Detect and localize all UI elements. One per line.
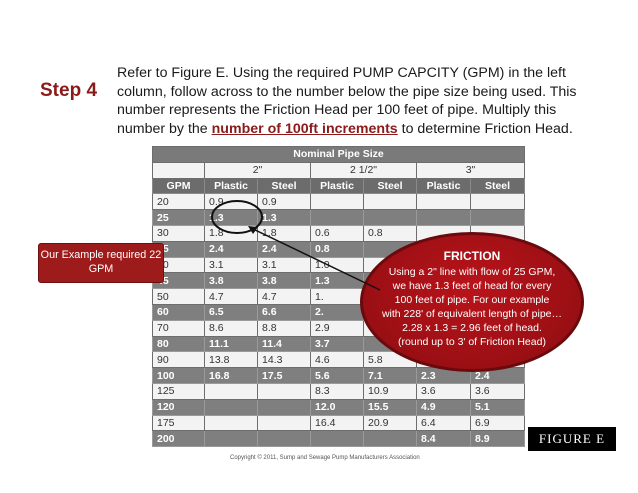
gpm-cell: 175 [152,414,205,432]
gpm-cell: 25 [152,209,205,226]
friction-cell [257,430,311,448]
pipe-size-2in: 2" [204,161,311,179]
friction-cell: 1.3 [204,209,258,226]
friction-cell: 6.9 [469,414,526,432]
column-header: Steel [257,177,311,195]
friction-cell: 16.4 [310,414,364,432]
friction-line: we have 1.3 feet of head for every [392,280,552,292]
friction-cell: 12.0 [310,398,364,416]
friction-cell [416,209,471,226]
friction-cell [257,398,311,416]
friction-line: 100 feet of pipe. For our example [394,294,550,306]
friction-cell: 8.6 [204,319,258,337]
friction-cell: 8.4 [416,430,471,448]
step-label: Step 4 [40,80,98,101]
column-header: Steel [363,177,417,195]
friction-cell: 11.4 [257,335,311,353]
column-header: Steel [469,177,526,195]
column-header-row: GPM Plastic Steel Plastic Steel Plastic … [152,177,526,195]
friction-cell: 2. [310,303,364,321]
friction-cell: 4.7 [204,288,258,305]
gpm-cell: 200 [152,430,205,448]
friction-line: 2.28 x 1.3 = 2.96 feet of head. [402,322,542,334]
friction-cell: 8.9 [469,430,526,448]
instruction-text-after: to determine Friction Head. [397,120,573,137]
friction-callout: FRICTION Using a 2" line with flow of 25… [360,232,584,372]
gpm-cell: 125 [152,382,205,400]
friction-cell: 0.8 [363,224,417,242]
friction-cell: 3.6 [469,382,526,400]
instruction-text-before: Refer to Figure E. Using the required PU… [117,65,577,137]
friction-cell: 0.8 [310,240,364,258]
instruction-text: Refer to Figure E. Using the required PU… [117,64,587,138]
gpm-cell: 20 [152,193,205,211]
friction-cell [204,382,258,400]
column-header: GPM [152,177,205,195]
friction-cell [416,193,471,211]
friction-cell: 2.4 [257,240,311,258]
gpm-cell: 100 [152,367,205,384]
friction-cell: 1.3 [257,209,311,226]
friction-cell [469,193,526,211]
friction-cell: 14.3 [257,351,311,369]
gpm-cell: 60 [152,303,205,321]
copyright-text: Copyright © 2011, Sump and Sewage Pump M… [230,455,420,461]
friction-cell: 0.6 [310,224,364,242]
friction-line: Using a 2" line with flow of 25 GPM, [388,266,556,278]
friction-cell: 3.8 [204,272,258,290]
friction-cell: 0.9 [257,193,311,211]
friction-cell: 6.5 [204,303,258,321]
friction-line: (round up to 3' of Friction Head) [398,336,546,348]
friction-cell: 11.1 [204,335,258,353]
gpm-cell: 35 [152,240,205,258]
gpm-cell: 45 [152,272,205,290]
friction-cell [204,398,258,416]
example-callout: Our Example required 22 GPM [38,243,164,283]
pointer-arrowhead [248,226,258,234]
friction-cell: 4.9 [416,398,471,416]
friction-cell: 3.7 [310,335,364,353]
friction-cell: 3.1 [204,256,258,274]
friction-cell [310,430,364,448]
friction-cell: 8.8 [257,319,311,337]
friction-title: FRICTION [443,249,501,263]
friction-cell [363,430,417,448]
value-highlight-circle [211,200,263,234]
column-header: Plastic [416,177,471,195]
friction-cell: 3.8 [257,272,311,290]
pointer-line [250,227,381,291]
friction-cell: 2.4 [204,240,258,258]
figure-label: FIGURE E [528,427,616,451]
friction-cell: 3.1 [257,256,311,274]
friction-cell: 20.9 [363,414,417,432]
instruction-highlight: number of 100ft increments [211,120,398,137]
friction-cell: 15.5 [363,398,417,416]
table-title-row: Nominal Pipe Size [151,146,526,163]
table-title: Nominal Pipe Size [151,146,526,163]
pipe-size-row: 2" 2 1/2" 3" [152,161,526,179]
friction-cell [363,209,417,226]
friction-cell: 7.1 [363,367,417,384]
friction-cell [204,414,258,432]
gpm-cell: 70 [152,319,205,337]
friction-line: with 228' of equivalent length of pipe… [381,308,563,320]
friction-cell [310,209,364,226]
friction-cell: 6.6 [257,303,311,321]
